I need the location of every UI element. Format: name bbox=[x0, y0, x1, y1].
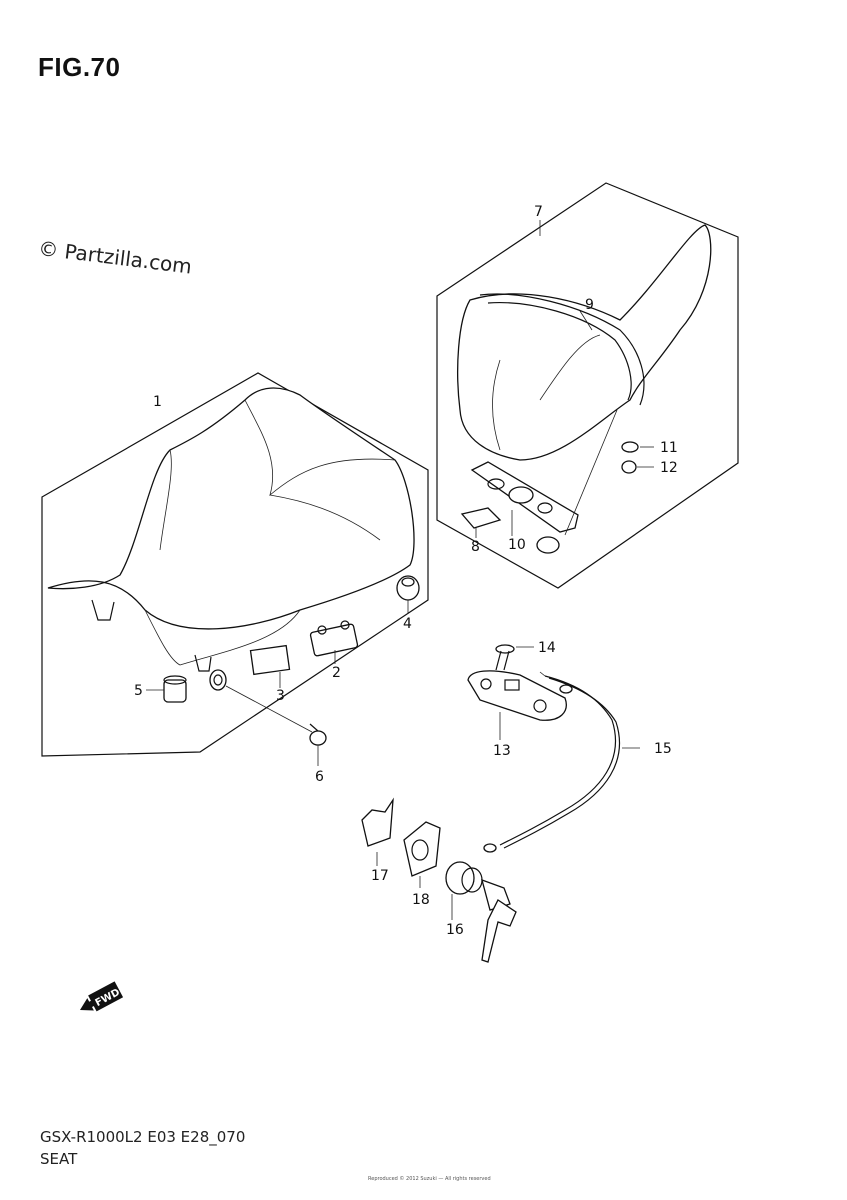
rear-seat-group bbox=[436, 182, 739, 589]
lock-cylinder-part-16[interactable] bbox=[445, 861, 517, 963]
front-seat[interactable] bbox=[47, 387, 415, 630]
callout-6: 6 bbox=[315, 769, 324, 785]
callout-11: 11 bbox=[660, 440, 678, 456]
lock-cylinder-group bbox=[361, 797, 517, 963]
front-seat-group bbox=[41, 372, 429, 766]
rear-seat-cowl[interactable] bbox=[457, 224, 712, 461]
copyright-fineprint: Reproduced © 2012 Suzuki — All rights re… bbox=[368, 1176, 491, 1182]
lock-bracket-part-13[interactable] bbox=[467, 670, 567, 721]
nut-part-12[interactable] bbox=[621, 460, 637, 474]
callout-5: 5 bbox=[134, 683, 143, 699]
fwd-arrow-icon: FWD bbox=[80, 981, 124, 1012]
fastener-part-6[interactable] bbox=[209, 669, 327, 746]
damper-part-3[interactable] bbox=[249, 644, 291, 676]
callout-2: 2 bbox=[332, 665, 341, 681]
washer-part-11[interactable] bbox=[621, 441, 639, 453]
callout-16: 16 bbox=[446, 922, 464, 938]
callout-9: 9 bbox=[585, 297, 594, 313]
callout-17: 17 bbox=[371, 868, 389, 884]
callout-10: 10 bbox=[508, 537, 526, 553]
callout-14: 14 bbox=[538, 640, 556, 656]
bracket-part-2[interactable] bbox=[309, 620, 359, 657]
figure-title: FIG.70 bbox=[38, 52, 121, 82]
callout-8: 8 bbox=[471, 539, 480, 555]
callout-18: 18 bbox=[412, 892, 430, 908]
callout-15: 15 bbox=[654, 741, 672, 757]
diagram-code: GSX-R1000L2 E03 E28_070 bbox=[40, 1128, 246, 1146]
clip-part-17[interactable] bbox=[361, 797, 394, 847]
section-name: SEAT bbox=[40, 1150, 78, 1168]
callout-4: 4 bbox=[403, 616, 412, 632]
callout-1: 1 bbox=[153, 394, 162, 410]
callout-12: 12 bbox=[660, 460, 678, 476]
cushion-part-4[interactable] bbox=[396, 575, 420, 601]
callout-7: 7 bbox=[534, 204, 543, 220]
bracket-part-10[interactable] bbox=[470, 461, 579, 554]
bolt-part-14[interactable] bbox=[495, 644, 515, 671]
seat-lock-assembly bbox=[467, 644, 640, 853]
cushion-part-5[interactable] bbox=[163, 675, 187, 703]
pad-part-8[interactable] bbox=[460, 507, 502, 529]
callout-13: 13 bbox=[493, 743, 511, 759]
callout-3: 3 bbox=[276, 688, 285, 704]
key-icon bbox=[481, 899, 517, 963]
plate-part-18[interactable] bbox=[403, 821, 441, 877]
